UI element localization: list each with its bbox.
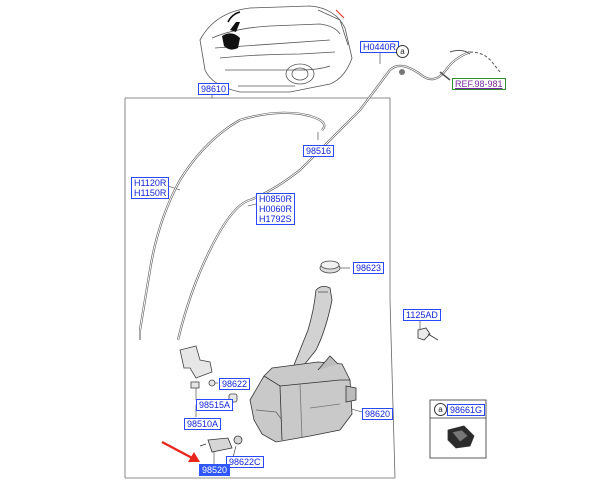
label-ref-98-981[interactable]: REF.98-981: [452, 78, 506, 90]
label-1125ad[interactable]: 1125AD: [403, 309, 441, 321]
callout-a-top[interactable]: a: [396, 45, 409, 58]
label-98623[interactable]: 98623: [353, 262, 385, 274]
label-98520[interactable]: 98520: [199, 464, 231, 476]
label-h0440r[interactable]: H0440R: [360, 41, 400, 53]
washer-hoses-inner: [139, 51, 471, 341]
hose-dashed-end: [469, 51, 501, 73]
connector-a: [399, 69, 405, 75]
hose-mark: [227, 11, 241, 23]
label-98510a[interactable]: 98510A: [184, 418, 222, 430]
label-98622c[interactable]: 98622C: [226, 456, 264, 468]
legend-clip: [447, 425, 475, 449]
label-h1120r: H1120R: [134, 178, 167, 188]
label-h1792s: H1792S: [259, 214, 292, 224]
red-arrow: [161, 440, 200, 462]
pump-motor: [199, 435, 243, 453]
pump-joint: [179, 345, 238, 403]
hose-end-right: [449, 49, 471, 55]
label-98661g[interactable]: 98661G: [447, 404, 486, 416]
assembly-outline-right: [389, 299, 396, 479]
clip-1125ad: [417, 327, 439, 341]
reservoir-location-mark: [222, 22, 240, 50]
reservoir-tank: [249, 286, 357, 443]
label-h0060r: H0060R: [259, 204, 293, 214]
label-h0850r-group[interactable]: H0850R H0060R H1792S: [256, 193, 296, 225]
washer-hoses: [138, 50, 471, 341]
label-98610[interactable]: 98610: [198, 83, 230, 95]
red-mark: [335, 9, 345, 19]
connector-ref: [439, 71, 451, 81]
reservoir-cap: [319, 260, 341, 274]
callout-a-legend: a: [434, 403, 447, 416]
label-98620[interactable]: 98620: [362, 408, 394, 420]
label-98622[interactable]: 98622: [219, 378, 251, 390]
label-h1150r: H1150R: [134, 188, 167, 198]
label-h1120r-h1150r[interactable]: H1120R H1150R: [131, 177, 170, 199]
label-98515a[interactable]: 98515A: [196, 399, 234, 411]
label-h0850r: H0850R: [259, 194, 293, 204]
assembly-outline: [125, 97, 391, 300]
car-thumbnail: [199, 5, 353, 93]
label-98516[interactable]: 98516: [303, 145, 335, 157]
